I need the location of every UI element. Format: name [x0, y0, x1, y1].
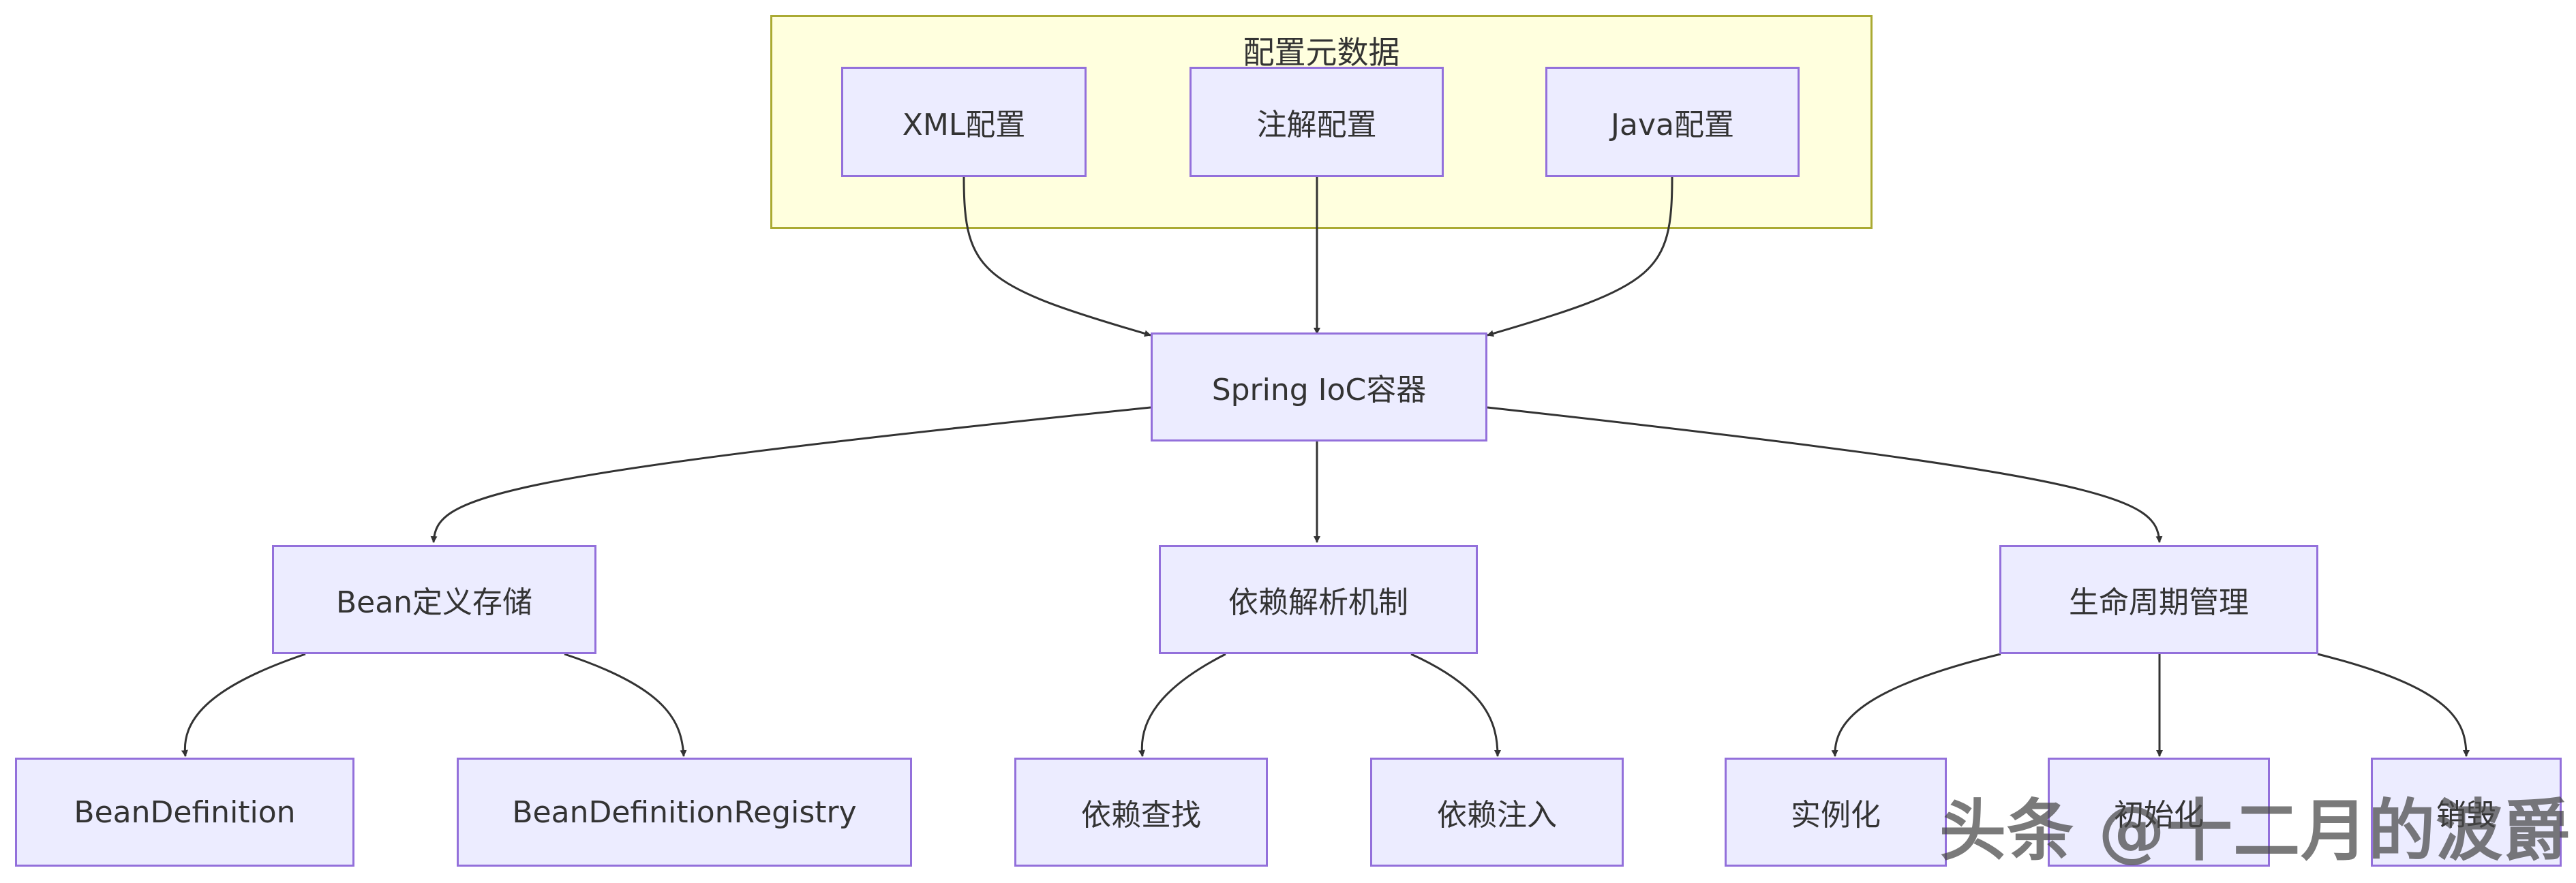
- edge-dep-to-injection: [1410, 653, 1501, 757]
- edge-ioc-to-lifecycle: [1487, 406, 2163, 543]
- node-bean-definition-storage: Bean定义存储: [272, 545, 596, 654]
- edge-ioc-to-bean-storage: [430, 406, 1151, 543]
- node-initialization: 初始化: [2048, 758, 2270, 867]
- watermark: 头条 @十二月的波爵: [1939, 792, 2571, 870]
- edge-bean-storage-to-bean-definition: [181, 653, 306, 757]
- node-spring-ioc-container: Spring IoC容器: [1151, 332, 1487, 442]
- node-bean-definition-registry: BeanDefinitionRegistry: [457, 758, 912, 867]
- subgraph-title: 配置元数据: [1243, 34, 1400, 71]
- node-instantiation: 实例化: [1725, 758, 1947, 867]
- node-bean-definition: BeanDefinition: [15, 758, 354, 867]
- node-annotation-config: 注解配置: [1189, 67, 1444, 177]
- edge-dep-to-lookup: [1138, 653, 1226, 757]
- edge-bean-storage-to-registry: [564, 653, 687, 757]
- node-dependency-injection: 依赖注入: [1370, 758, 1624, 867]
- node-java-config: Java配置: [1545, 67, 1800, 177]
- edge-lifecycle-to-destruction: [2317, 653, 2470, 757]
- node-lifecycle-management: 生命周期管理: [1999, 545, 2318, 654]
- node-dependency-lookup: 依赖查找: [1014, 758, 1268, 867]
- node-xml-config: XML配置: [841, 67, 1087, 177]
- edge-java-to-ioc: [1487, 176, 1673, 337]
- edge-lifecycle-to-instantiation: [1831, 653, 2001, 757]
- node-dependency-resolution: 依赖解析机制: [1159, 545, 1478, 654]
- node-destruction: 销毁: [2371, 758, 2562, 867]
- edge-xml-to-ioc: [963, 176, 1151, 337]
